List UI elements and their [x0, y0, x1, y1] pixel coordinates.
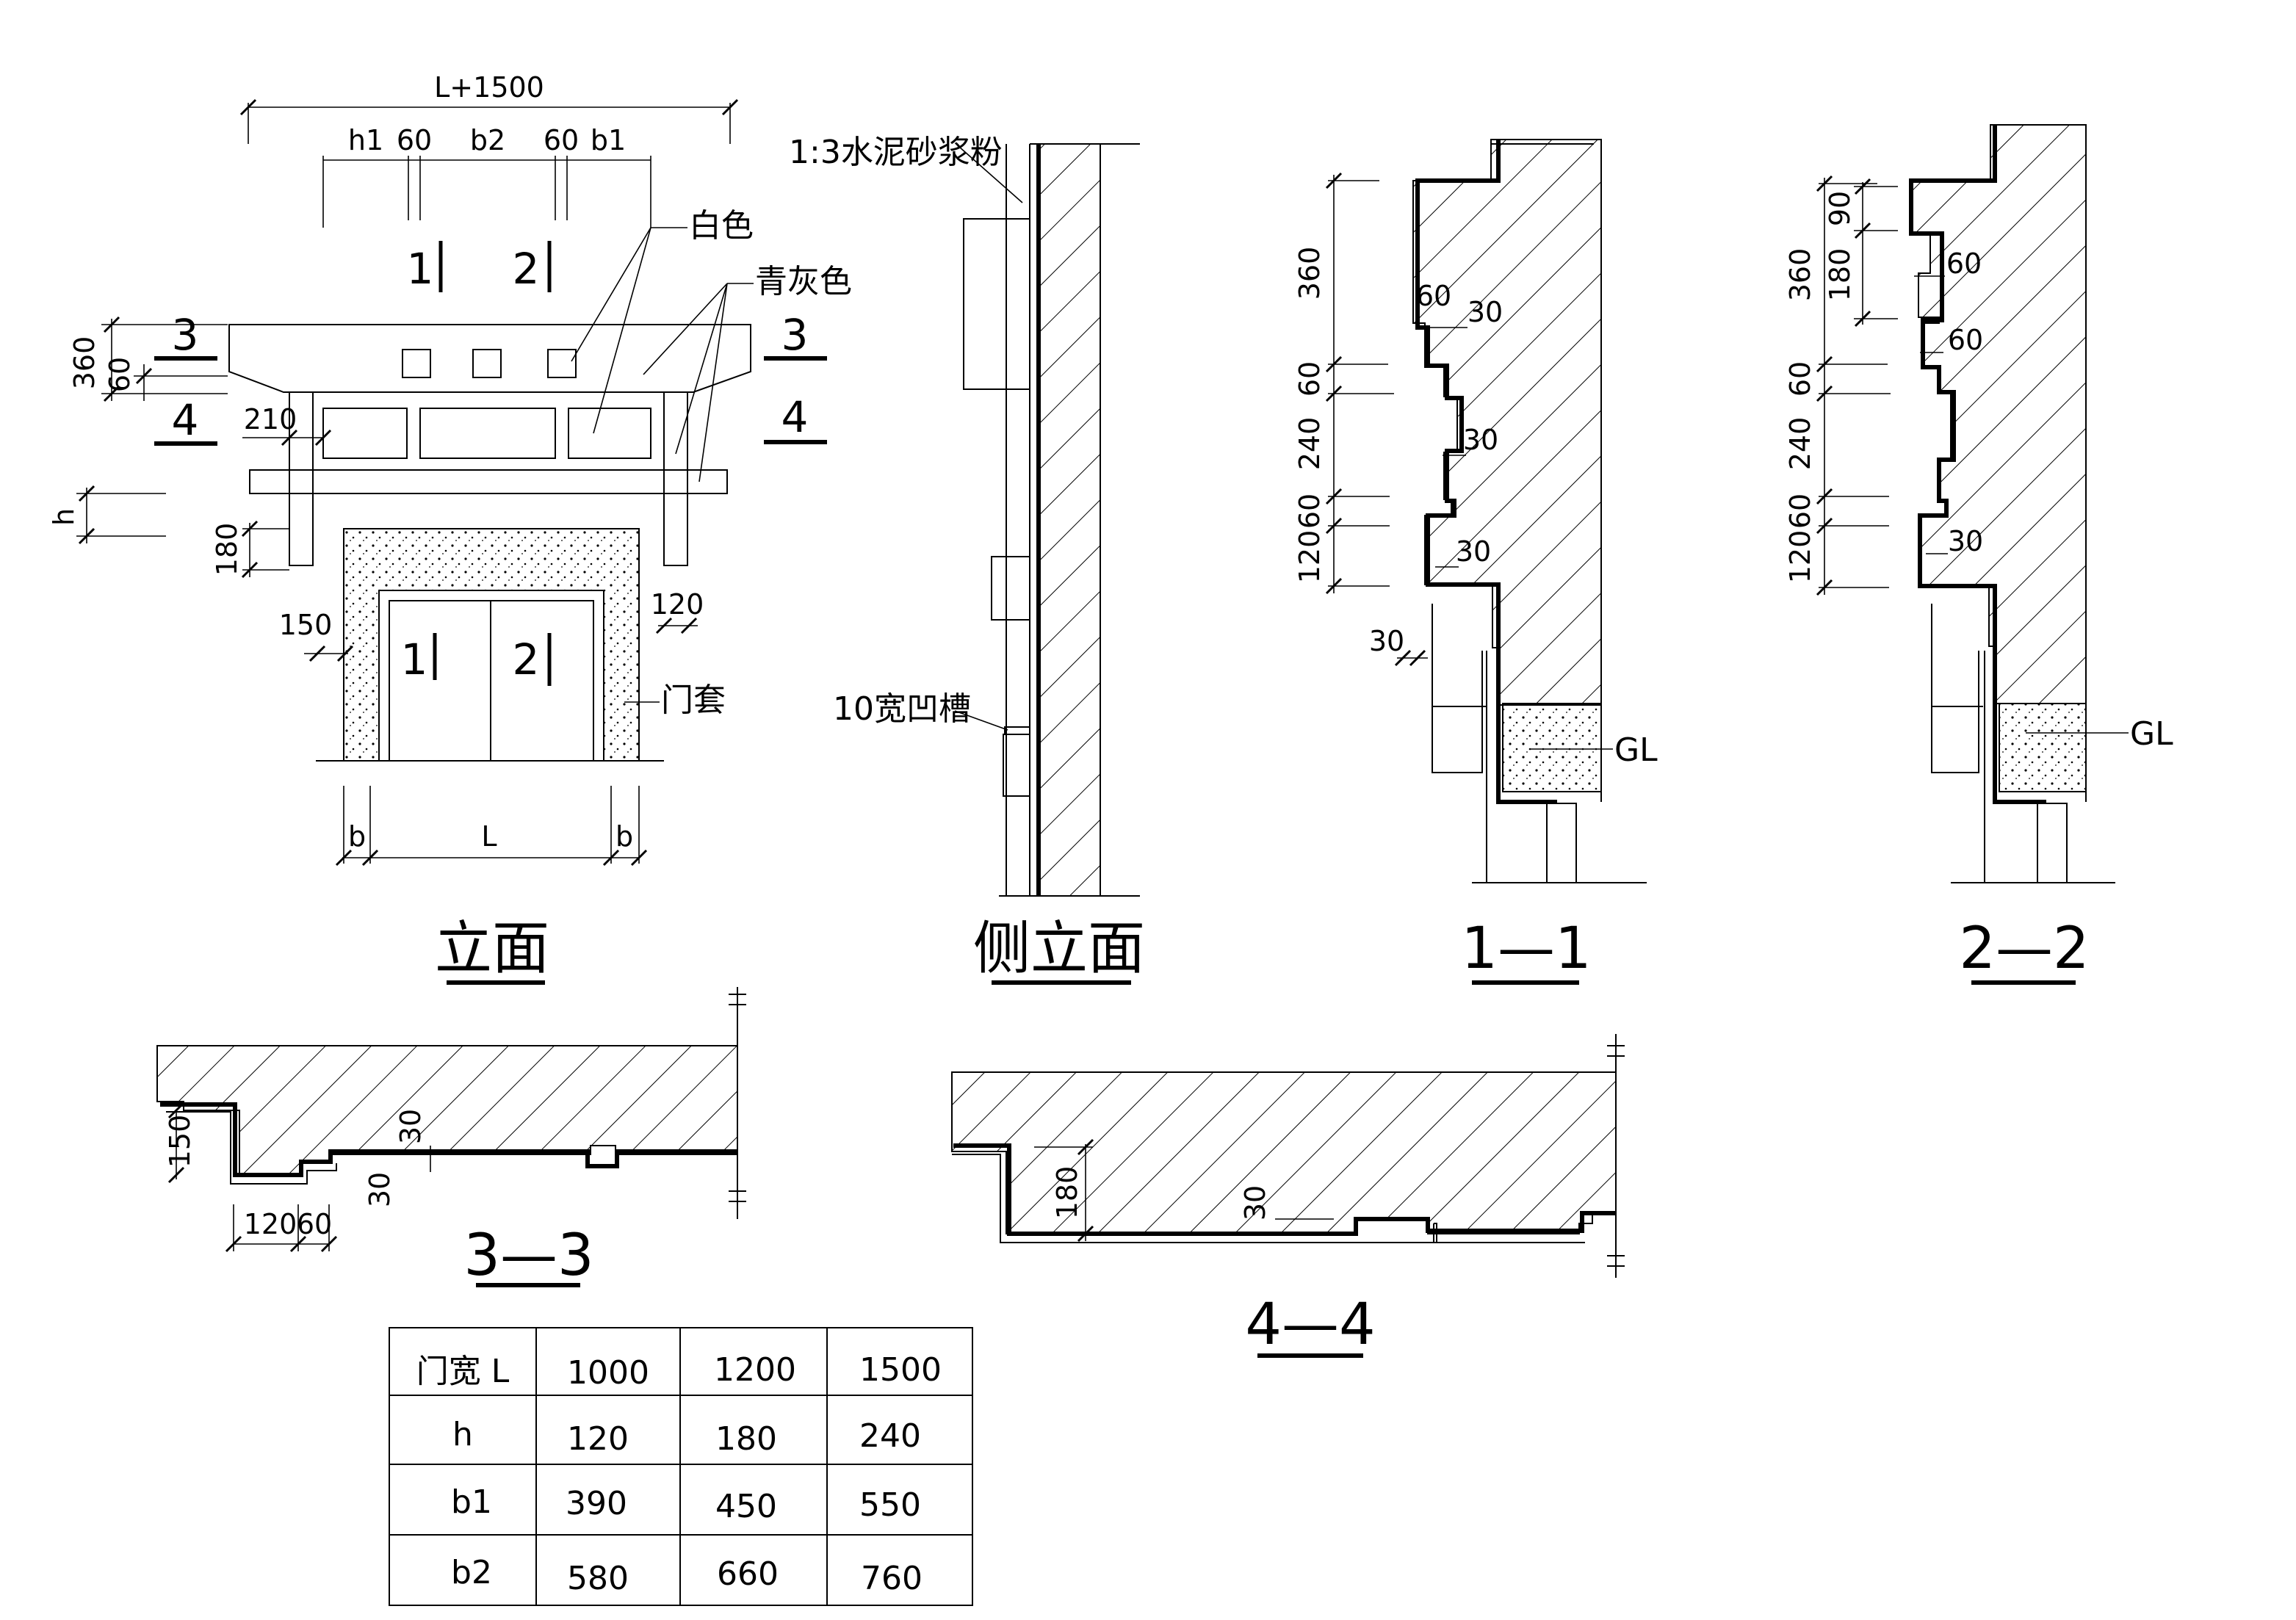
cut-mark-1-top: 1: [407, 244, 434, 294]
dim-2-2-90: 90: [1824, 191, 1856, 226]
table-cell-2-0: b1: [451, 1483, 492, 1521]
dim-total: L+1500: [434, 71, 544, 104]
table-cell-1-1: 120: [567, 1420, 629, 1458]
table-cell-2-3: 550: [859, 1486, 921, 1524]
table-cell-0-1: 1000: [567, 1354, 649, 1392]
dim-60a: 60: [397, 124, 432, 156]
label-groove: 10宽凹槽: [833, 690, 971, 728]
title-side-elevation: 侧立面: [973, 916, 1145, 982]
dim-360-left: 360: [68, 336, 101, 390]
dim-120: 120: [651, 588, 704, 621]
dim-2-2-60c: 60: [1946, 247, 1982, 280]
dim-1-1-30c: 30: [1456, 535, 1491, 568]
section-4-4: 180 30 4—4: [951, 1034, 1625, 1358]
dim-3-3-30a: 30: [394, 1109, 427, 1144]
dim-210: 210: [244, 403, 297, 435]
dim-4-4-30: 30: [1239, 1185, 1271, 1221]
dim-1-1-360: 360: [1293, 247, 1326, 300]
section-2-2: 90 180 360 60 240 60 120 60 60 30 GL 2—2: [1784, 124, 2173, 985]
dim-b2: b2: [470, 124, 505, 156]
dim-1-1-120: 120: [1293, 530, 1326, 584]
cut-mark-3-right: 3: [781, 310, 809, 360]
dim-L: L: [481, 820, 497, 853]
table-cell-3-2: 660: [717, 1555, 779, 1593]
table-cell-1-3: 240: [859, 1417, 921, 1455]
title-section-3-3: 3—3: [463, 1223, 593, 1289]
dim-4-4-180: 180: [1051, 1166, 1083, 1220]
dim-2-2-360: 360: [1784, 248, 1816, 302]
dim-2-2-120: 120: [1784, 530, 1816, 584]
dim-1-1-60b: 60: [1293, 493, 1326, 529]
dim-b-left: b: [348, 820, 366, 853]
dim-h1: h1: [348, 124, 383, 156]
section-3-3: 150 30 30 120 60 3—3: [156, 987, 746, 1289]
label-white: 白色: [689, 207, 754, 245]
table-cell-3-1: 580: [567, 1560, 629, 1597]
dim-60b: 60: [544, 124, 579, 156]
dim-b1: b1: [591, 124, 626, 156]
dim-180: 180: [211, 523, 243, 576]
dim-1-1-30b: 30: [1463, 424, 1498, 456]
size-table: 门宽 L 1000 1200 1500 h 120 180 240 b1 390…: [389, 1327, 973, 1606]
dim-3-3-150: 150: [164, 1115, 196, 1168]
table-cell-0-2: 1200: [714, 1351, 796, 1389]
dim-2-2-180: 180: [1824, 248, 1856, 302]
cut-mark-4-left: 4: [172, 395, 199, 445]
title-elevation: 立面: [435, 916, 549, 982]
table-cell-2-2: 450: [715, 1488, 777, 1525]
cut-mark-1-door: 1: [401, 634, 428, 684]
dim-60-left: 60: [104, 357, 136, 392]
dim-3-3-30b: 30: [364, 1172, 396, 1207]
label-gl-2-2: GL: [2130, 715, 2173, 753]
title-section-1-1: 1—1: [1461, 916, 1591, 982]
dim-b-right: b: [615, 820, 633, 853]
label-bluegray: 青灰色: [755, 263, 852, 300]
table-cell-1-2: 180: [715, 1420, 777, 1458]
label-gl-1-1: GL: [1614, 731, 1658, 769]
table-cell-0-0: 门宽 L: [416, 1353, 510, 1390]
dim-1-1-240: 240: [1293, 417, 1326, 471]
cut-mark-2-top: 2: [513, 244, 540, 294]
dim-1-1-30a: 30: [1468, 296, 1503, 328]
dim-3-3-60: 60: [297, 1208, 332, 1240]
section-1-1: 360 60 240 60 120 60 30 30 30 30 GL 1—1: [1293, 139, 1658, 985]
dim-2-2-60a: 60: [1784, 361, 1816, 397]
dim-2-2-240: 240: [1784, 417, 1816, 471]
label-mortar: 1:3水泥砂浆粉: [789, 134, 1003, 171]
dim-1-1-30d: 30: [1369, 625, 1404, 657]
table-cell-2-1: 390: [566, 1485, 627, 1522]
cut-mark-3-left: 3: [172, 310, 199, 360]
side-elevation-view: 1:3水泥砂浆粉 10宽凹槽 侧立面: [789, 134, 1145, 985]
table-cell-3-0: b2: [451, 1554, 492, 1591]
dim-2-2-30: 30: [1948, 525, 1983, 557]
dim-150: 150: [279, 609, 333, 641]
table-cell-1-0: h: [452, 1416, 473, 1453]
label-door-surround: 门套: [661, 681, 726, 719]
title-section-4-4: 4—4: [1245, 1292, 1375, 1358]
cut-mark-2-door: 2: [513, 634, 540, 684]
dim-h: h: [48, 508, 80, 526]
elevation-view: L+1500 h1 60 b2 60 b1 1 2 3 3 4 4: [48, 71, 852, 985]
dim-2-2-60d: 60: [1948, 324, 1983, 356]
table-cell-0-3: 1500: [859, 1351, 942, 1389]
dim-1-1-60a: 60: [1293, 361, 1326, 397]
cut-mark-4-right: 4: [781, 392, 809, 442]
dim-3-3-120: 120: [244, 1208, 297, 1240]
title-section-2-2: 2—2: [1959, 916, 2089, 982]
table-cell-3-3: 760: [861, 1560, 923, 1597]
dim-2-2-60b: 60: [1784, 493, 1816, 529]
dim-1-1-60c: 60: [1416, 280, 1451, 312]
